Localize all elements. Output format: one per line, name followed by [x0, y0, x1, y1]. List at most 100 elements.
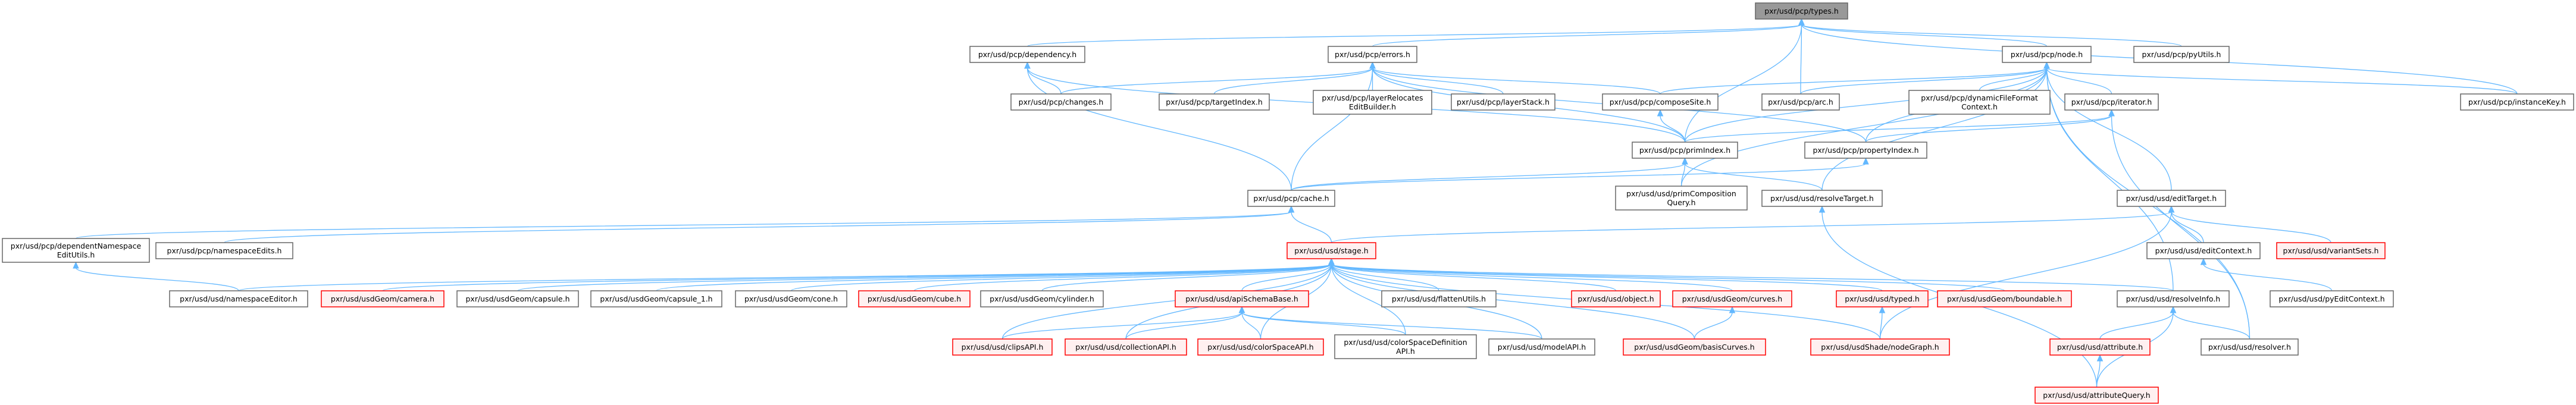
- arrowhead-icon: [1863, 157, 1869, 165]
- node-attribute[interactable]: pxr/usd/usd/attribute.h: [2049, 338, 2151, 356]
- node-camera[interactable]: pxr/usd/usdGeom/camera.h: [321, 290, 445, 307]
- edge-primCompositionQuery-to-node: [1680, 61, 2050, 187]
- node-targetIndex[interactable]: pxr/usd/pcp/targetIndex.h: [1159, 93, 1270, 111]
- node-resolveInfo[interactable]: pxr/usd/usd/resolveInfo.h: [2117, 290, 2230, 307]
- node-attributeQuery[interactable]: pxr/usd/usd/attributeQuery.h: [2034, 387, 2159, 404]
- node-resolveTarget[interactable]: pxr/usd/usd/resolveTarget.h: [1761, 190, 1883, 207]
- node-label: pxr/usd/usd/collectionAPI.h: [1075, 343, 1176, 351]
- node-label: EditBuilder.h: [1349, 102, 1396, 111]
- node-arc[interactable]: pxr/usd/pcp/arc.h: [1761, 93, 1840, 111]
- node-namespaceEdits[interactable]: pxr/usd/pcp/namespaceEdits.h: [155, 242, 293, 259]
- node-label: pxr/usd/pcp/layerStack.h: [1457, 98, 1550, 106]
- node-label: pxr/usd/pcp/changes.h: [1019, 98, 1104, 106]
- node-capsule[interactable]: pxr/usd/usdGeom/capsule.h: [456, 290, 579, 307]
- node-capsule_1[interactable]: pxr/usd/usdGeom/capsule_1.h: [590, 290, 722, 307]
- node-object[interactable]: pxr/usd/usd/object.h: [1571, 290, 1661, 307]
- node-variantSets[interactable]: pxr/usd/usd/variantSets.h: [2276, 242, 2386, 259]
- node-box: [1623, 338, 1766, 356]
- edge-resolver-to-iterator: [2108, 109, 2251, 340]
- node-label: pxr/usd/usd/colorSpaceDefinition: [1344, 338, 1467, 347]
- arrowhead-icon: [1798, 18, 1805, 26]
- node-box: [1451, 93, 1555, 111]
- node-editTarget[interactable]: pxr/usd/usd/editTarget.h: [2117, 190, 2226, 207]
- node-changes[interactable]: pxr/usd/pcp/changes.h: [1010, 93, 1112, 111]
- node-basisCurves[interactable]: pxr/usd/usdGeom/basisCurves.h: [1623, 338, 1766, 356]
- node-nodeGraph[interactable]: pxr/usd/usdShade/nodeGraph.h: [1810, 338, 1950, 356]
- edge-modelAPI-to-apiSchemaBase: [1238, 306, 1542, 340]
- node-box: [1247, 190, 1335, 207]
- node-editContext[interactable]: pxr/usd/usd/editContext.h: [2146, 242, 2261, 259]
- edge-changes-to-errors: [1060, 61, 1376, 95]
- node-label: pxr/usd/usd/editTarget.h: [2126, 194, 2217, 203]
- node-errors[interactable]: pxr/usd/pcp/errors.h: [1328, 46, 1417, 63]
- node-instanceKey[interactable]: pxr/usd/pcp/instanceKey.h: [2460, 93, 2574, 111]
- node-pyUtils[interactable]: pxr/usd/pcp/pyUtils.h: [2133, 46, 2230, 63]
- node-cone[interactable]: pxr/usd/usdGeom/cone.h: [735, 290, 847, 307]
- node-label: pxr/usd/usdGeom/boundable.h: [1947, 294, 2062, 303]
- node-flattenUtils[interactable]: pxr/usd/usd/flattenUtils.h: [1381, 290, 1497, 307]
- node-label: pxr/usd/pcp/dependentNamespace: [11, 241, 142, 250]
- edge-primIndex-to-composeSite: [1657, 109, 1686, 143]
- node-apiSchemaBase[interactable]: pxr/usd/usd/apiSchemaBase.h: [1175, 290, 1309, 307]
- node-box: [1761, 93, 1840, 111]
- node-label: pxr/usd/usd/resolveTarget.h: [1770, 194, 1874, 203]
- arrowhead-icon: [1288, 205, 1295, 213]
- node-node[interactable]: pxr/usd/pcp/node.h: [2002, 46, 2092, 63]
- edge-basisCurves-to-curves: [1694, 306, 1736, 340]
- node-modelAPI[interactable]: pxr/usd/usd/modelAPI.h: [1488, 338, 1595, 356]
- edge-object-to-stage: [1328, 258, 1617, 291]
- node-label: pxr/usd/usd/editContext.h: [2155, 246, 2252, 255]
- edge-attribute-to-resolveInfo: [2099, 306, 2177, 340]
- node-label: pxr/usd/usd/attribute.h: [2057, 343, 2143, 351]
- arrowhead-icon: [1879, 306, 1886, 313]
- node-curves[interactable]: pxr/usd/usdGeom/curves.h: [1672, 290, 1792, 307]
- node-label: pxr/usd/usd/stage.h: [1294, 246, 1368, 255]
- node-primIndex[interactable]: pxr/usd/pcp/primIndex.h: [1632, 142, 1738, 159]
- node-cube[interactable]: pxr/usd/usdGeom/cube.h: [858, 290, 971, 307]
- node-colorSpaceAPI[interactable]: pxr/usd/usd/colorSpaceAPI.h: [1197, 338, 1324, 356]
- arrowhead-icon: [73, 261, 79, 269]
- node-cache[interactable]: pxr/usd/pcp/cache.h: [1247, 190, 1335, 207]
- edge-attributeQuery-to-attribute: [2096, 354, 2104, 388]
- edge-boundable-to-stage: [1328, 258, 2005, 291]
- node-box: [735, 290, 847, 307]
- node-label: pxr/usd/pcp/propertyIndex.h: [1813, 146, 1918, 155]
- edge-propertyIndex-to-iterator: [1865, 109, 2115, 143]
- arrowhead-icon: [2096, 354, 2104, 362]
- node-types: pxr/usd/pcp/types.h: [1755, 2, 1848, 20]
- node-clipsAPI[interactable]: pxr/usd/usd/clipsAPI.h: [952, 338, 1053, 356]
- node-typed[interactable]: pxr/usd/usd/typed.h: [1836, 290, 1929, 307]
- node-resolver[interactable]: pxr/usd/usd/resolver.h: [2201, 338, 2299, 356]
- node-boundable[interactable]: pxr/usd/usdGeom/boundable.h: [1937, 290, 2072, 307]
- node-box: [969, 46, 1085, 63]
- edge-editTarget-to-node: [2043, 61, 2172, 191]
- node-cylinder[interactable]: pxr/usd/usdGeom/cylinder.h: [980, 290, 1104, 307]
- arrowhead-icon: [2108, 109, 2115, 117]
- arrowhead-icon: [2043, 61, 2050, 69]
- node-layerStack[interactable]: pxr/usd/pcp/layerStack.h: [1451, 93, 1555, 111]
- edge-resolveTarget-to-node: [1821, 61, 2050, 191]
- node-composeSite[interactable]: pxr/usd/pcp/composeSite.h: [1602, 93, 1719, 111]
- node-propertyIndex[interactable]: pxr/usd/pcp/propertyIndex.h: [1804, 142, 1927, 159]
- node-box: [590, 290, 722, 307]
- node-box: [1836, 290, 1929, 307]
- arrowhead-icon: [2200, 258, 2207, 265]
- node-iterator[interactable]: pxr/usd/pcp/iterator.h: [2064, 93, 2159, 111]
- node-box: [2002, 46, 2092, 63]
- node-stage[interactable]: pxr/usd/usd/stage.h: [1287, 242, 1376, 259]
- node-label: pxr/usd/usdGeom/camera.h: [331, 294, 434, 303]
- node-namespaceEditor[interactable]: pxr/usd/usd/namespaceEditor.h: [169, 290, 308, 307]
- node-dependentNamespaceEditUtils[interactable]: pxr/usd/pcp/dependentNamespaceEditUtils.…: [2, 238, 150, 263]
- node-dependency[interactable]: pxr/usd/pcp/dependency.h: [969, 46, 1085, 63]
- node-label: API.h: [1396, 347, 1415, 356]
- node-label: pxr/usd/usd/primComposition: [1626, 189, 1736, 198]
- node-pyEditContext[interactable]: pxr/usd/usd/pyEditContext.h: [2270, 290, 2394, 307]
- edge-colorSpaceDefinitionAPI-to-apiSchemaBase: [1238, 306, 1406, 335]
- node-box: [980, 290, 1104, 307]
- node-collectionAPI[interactable]: pxr/usd/usd/collectionAPI.h: [1065, 338, 1187, 356]
